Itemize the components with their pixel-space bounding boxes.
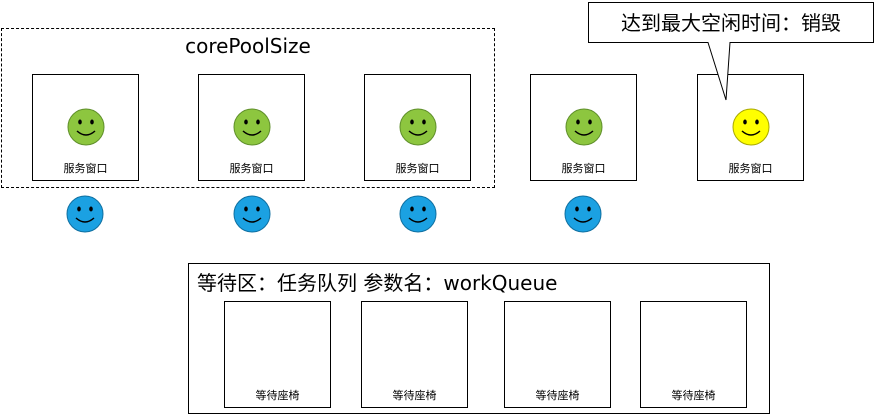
smiley-blue-icon (564, 195, 602, 233)
service-window-label: 服务窗口 (561, 162, 606, 175)
waiting-area (188, 263, 770, 414)
callout-text: 达到最大空闲时间：销毁 (621, 11, 841, 35)
smiley-blue-icon (233, 195, 271, 233)
smiley-green-icon (67, 108, 105, 146)
waiting-area-title: 等待区：任务队列 参数名：workQueue (197, 271, 558, 295)
waiting-chair: 等待座椅 (640, 301, 747, 408)
smiley-blue-icon (66, 195, 104, 233)
service-window-label: 服务窗口 (728, 162, 773, 175)
waiting-chair-label: 等待座椅 (671, 389, 716, 402)
waiting-chair: 等待座椅 (504, 301, 611, 408)
waiting-chair: 等待座椅 (224, 301, 331, 408)
service-window: 服务窗口 (32, 74, 139, 181)
waiting-chair-label: 等待座椅 (255, 389, 300, 402)
callout-bubble (588, 2, 874, 101)
service-window: 服务窗口 (697, 74, 804, 181)
smiley-green-icon (233, 108, 271, 146)
service-window-label: 服务窗口 (395, 162, 440, 175)
smiley-blue-icon (399, 195, 437, 233)
waiting-chair-label: 等待座椅 (392, 389, 437, 402)
smiley-green-icon (565, 108, 603, 146)
service-window: 服务窗口 (530, 74, 637, 181)
service-window-label: 服务窗口 (229, 162, 274, 175)
core-pool-region (1, 28, 495, 188)
service-window-label: 服务窗口 (63, 162, 108, 175)
waiting-chair-label: 等待座椅 (535, 389, 580, 402)
smiley-green-icon (399, 108, 437, 146)
service-window: 服务窗口 (364, 74, 471, 181)
waiting-chair: 等待座椅 (361, 301, 468, 408)
core-pool-label: corePoolSize (185, 34, 311, 58)
smiley-yellow-icon (732, 108, 770, 146)
service-window: 服务窗口 (198, 74, 305, 181)
